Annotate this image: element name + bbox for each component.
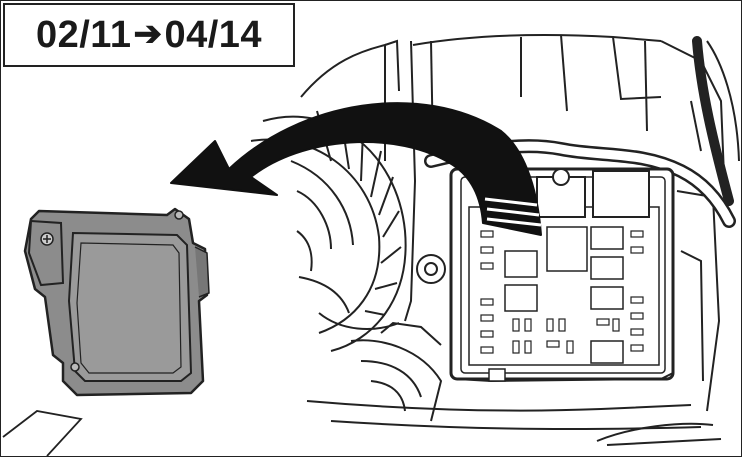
engine-bay-outline [250,34,740,446]
date-range-label: 02/11 ➔ 04/14 [3,3,295,67]
curved-arrow-left-icon [170,102,542,236]
arrow-right-icon: ➔ [133,15,163,53]
floor-plate [2,410,83,456]
fuse-box-cover [23,207,210,397]
date-from: 02/11 [35,13,132,56]
date-to: 04/14 [164,13,263,56]
screw-icon [416,254,446,284]
